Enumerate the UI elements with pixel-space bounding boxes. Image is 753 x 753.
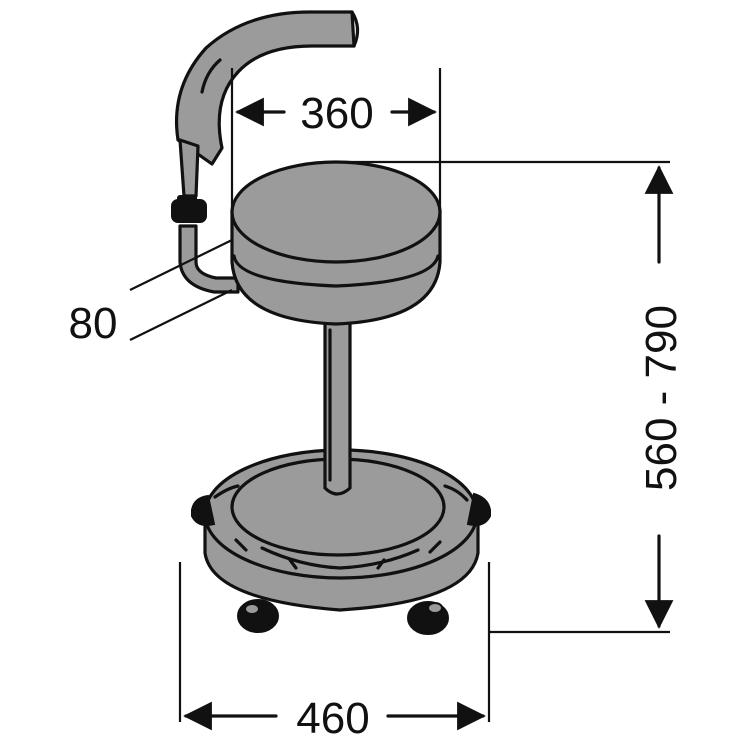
dim-base-width: 460 [178, 562, 491, 743]
base-assembly [191, 448, 491, 635]
base-width-label: 460 [296, 694, 369, 743]
height-range-label: 560 - 790 [637, 305, 686, 491]
bumper-right [466, 492, 491, 526]
caster-left [237, 599, 279, 633]
dim-seat-thickness: 80 [69, 239, 233, 348]
backrest-assembly [171, 10, 360, 294]
seat-width-label: 360 [300, 89, 373, 138]
caster-right [407, 601, 449, 635]
seat-top [230, 160, 442, 264]
gas-column [323, 318, 352, 496]
seat [230, 160, 442, 326]
seat-thickness-label: 80 [69, 299, 118, 348]
dim-seat-width: 360 [230, 68, 442, 208]
dim-height: 560 - 790 [340, 160, 686, 634]
backrest-bracket [178, 224, 240, 294]
bumper-left [191, 494, 216, 526]
backrest-pad [174, 10, 356, 166]
